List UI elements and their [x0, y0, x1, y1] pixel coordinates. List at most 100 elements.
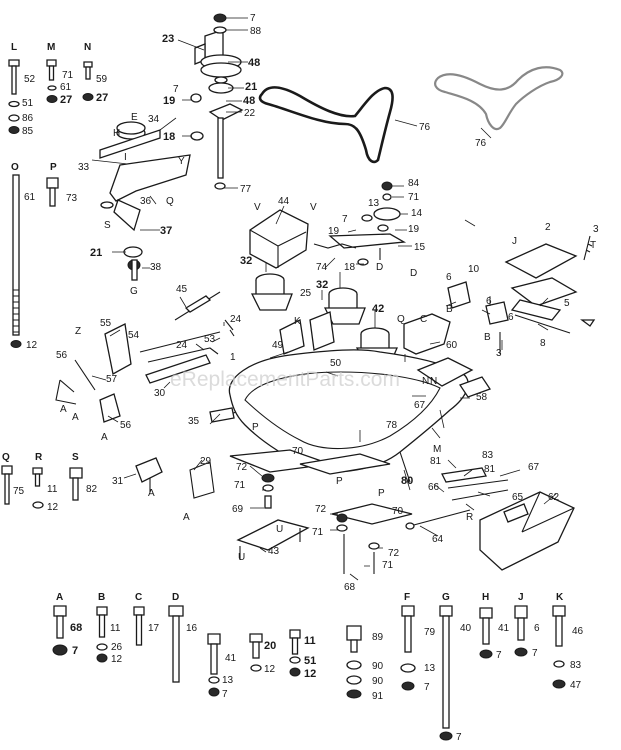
bolt-41 — [207, 633, 221, 697]
part-19-right-b: 19 — [408, 224, 420, 235]
callout-N-2: N — [430, 376, 437, 387]
mandrel-cover-44 — [249, 209, 309, 269]
spindle-assembly-center — [323, 287, 366, 325]
part-42: 42 — [372, 303, 384, 315]
bolt-J — [514, 605, 528, 657]
part-7-top: 7 — [250, 13, 256, 24]
part-3-top: 3 — [593, 224, 599, 235]
part-6-J: 6 — [534, 623, 540, 634]
part-52: 52 — [24, 74, 36, 85]
callout-Y: Y — [178, 156, 185, 167]
part-43: 43 — [268, 546, 280, 557]
part-7-G: 7 — [456, 732, 462, 743]
part-18-right: 18 — [344, 262, 356, 273]
callout-E: E — [131, 112, 138, 123]
front-bracket-31 — [135, 457, 163, 492]
part-90-b: 90 — [372, 676, 384, 687]
callout-D: D — [410, 268, 417, 279]
part-56-right: 56 — [120, 420, 132, 431]
part-11-R: 11 — [47, 484, 58, 495]
part-12-left: 12 — [26, 340, 38, 351]
rod-O — [10, 174, 22, 348]
part-41-H: 41 — [498, 623, 510, 634]
blade-center — [299, 453, 391, 475]
callout-P-3: P — [378, 488, 385, 499]
part-37: 37 — [160, 225, 172, 237]
part-90-a: 90 — [372, 661, 384, 672]
part-7-A: 7 — [72, 645, 78, 657]
bolt-N — [82, 61, 94, 101]
part-31: 31 — [112, 476, 124, 487]
part-59: 59 — [96, 74, 108, 85]
part-6-top: 6 — [446, 272, 452, 283]
part-88: 88 — [250, 26, 262, 37]
bolt-L — [8, 59, 20, 134]
part-40: 40 — [460, 623, 472, 634]
part-13-a: 13 — [222, 675, 234, 686]
part-11-B: 11 — [110, 623, 121, 634]
part-60: 60 — [446, 340, 458, 351]
part-12-c: 12 — [264, 664, 276, 675]
labels-callout-letters: E H I Y S Q G V V K D B B J Q C Z A A A … — [60, 112, 596, 563]
callout-U-2: U — [238, 552, 245, 563]
label-C: C — [135, 592, 142, 603]
part-51-c: 51 — [304, 655, 316, 667]
watermark: eReplacementParts.com — [170, 368, 400, 391]
callout-P-1: P — [252, 422, 259, 433]
bolt-Q — [1, 465, 13, 505]
part-81-a: 81 — [430, 456, 442, 467]
label-F: F — [404, 592, 410, 603]
part-48-mid: 48 — [243, 95, 255, 107]
callout-lines — [91, 17, 557, 581]
part-48-top: 48 — [248, 57, 260, 69]
part-66: 66 — [428, 482, 440, 493]
part-10: 10 — [468, 264, 480, 275]
part-7-right: 7 — [342, 214, 348, 225]
part-6-mid: 6 — [486, 296, 492, 307]
label-B: B — [98, 592, 105, 603]
part-3-bottom: 3 — [496, 348, 502, 359]
part-7-F: 7 — [424, 682, 430, 693]
bolt-F — [400, 605, 416, 691]
part-26: 26 — [111, 642, 123, 653]
part-71-b: 71 — [312, 527, 324, 538]
blade-hub-right — [336, 513, 380, 574]
callout-A-1: A — [60, 404, 67, 415]
part-8: 8 — [540, 338, 546, 349]
part-78: 78 — [386, 420, 398, 431]
part-73: 73 — [66, 193, 78, 204]
part-57: 57 — [106, 374, 118, 385]
part-38: 38 — [150, 262, 162, 273]
bolt-C — [133, 606, 145, 646]
part-51: 51 — [22, 98, 34, 109]
idler-pulley-stack — [190, 13, 244, 190]
part-68: 68 — [70, 622, 82, 634]
labels-hardware-letters: L M N O P Q R S A B C D F G H J K — [2, 42, 564, 603]
belt-76-main — [258, 86, 394, 164]
label-A: A — [56, 592, 63, 603]
bolt-D — [168, 605, 184, 683]
label-J: J — [518, 592, 524, 603]
part-71-right: 71 — [408, 192, 420, 203]
part-45: 45 — [176, 284, 188, 295]
callout-V-right: V — [310, 202, 317, 213]
part-64: 64 — [432, 534, 444, 545]
hardware-group-middle-left — [1, 465, 83, 509]
callout-V-left: V — [254, 202, 261, 213]
part-70-top: 70 — [292, 446, 304, 457]
part-84: 84 — [408, 178, 420, 189]
part-33: 33 — [78, 162, 90, 173]
part-72-a: 72 — [236, 462, 248, 473]
part-29: 29 — [200, 456, 212, 467]
part-83-K: 83 — [570, 660, 582, 671]
label-K: K — [556, 592, 564, 603]
spindle-assembly-left — [250, 273, 293, 311]
callout-H: H — [113, 128, 120, 139]
part-81-b: 81 — [484, 464, 496, 475]
callout-T: T — [590, 240, 596, 251]
part-24-top: 24 — [230, 314, 242, 325]
idler-arm-assembly — [99, 121, 191, 281]
part-91: 91 — [372, 691, 384, 702]
part-67-a: 67 — [414, 400, 426, 411]
